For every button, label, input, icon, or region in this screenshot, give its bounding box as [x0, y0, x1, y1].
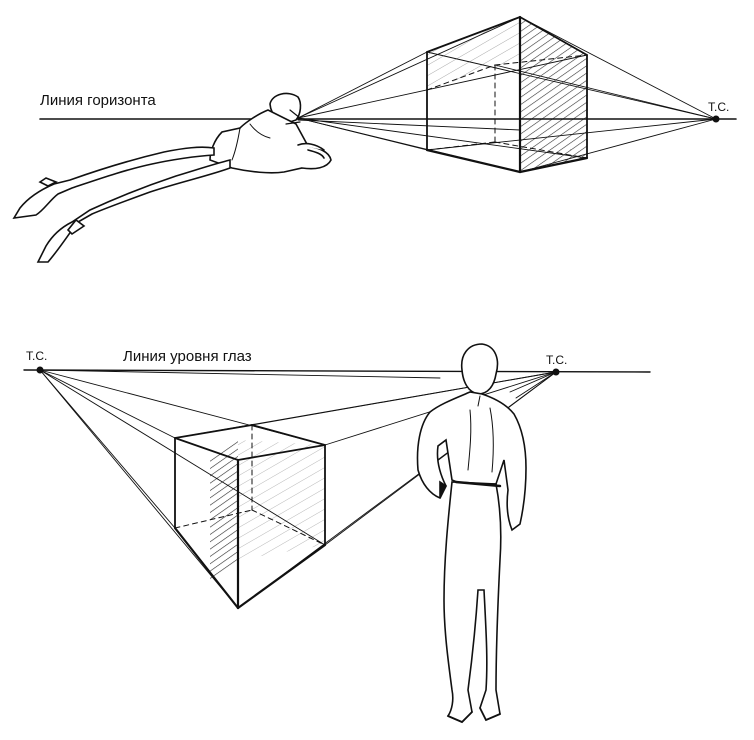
horizon-label: Линия горизонта — [40, 92, 156, 109]
lying-man — [12, 92, 332, 263]
left-vanishing-point-label: Т.С. — [26, 349, 48, 363]
right-vanishing-point-label: Т.С. — [546, 353, 568, 367]
eye-level-label: Линия уровня глаз — [123, 348, 252, 365]
bottom-figure — [23, 343, 651, 724]
top-box — [425, 15, 589, 174]
eye-level-line — [23, 369, 651, 373]
top-vanishing-point-label: Т.С. — [708, 100, 730, 114]
bottom-box — [173, 424, 327, 610]
top-figure — [12, 15, 737, 263]
standing-man — [416, 343, 527, 724]
